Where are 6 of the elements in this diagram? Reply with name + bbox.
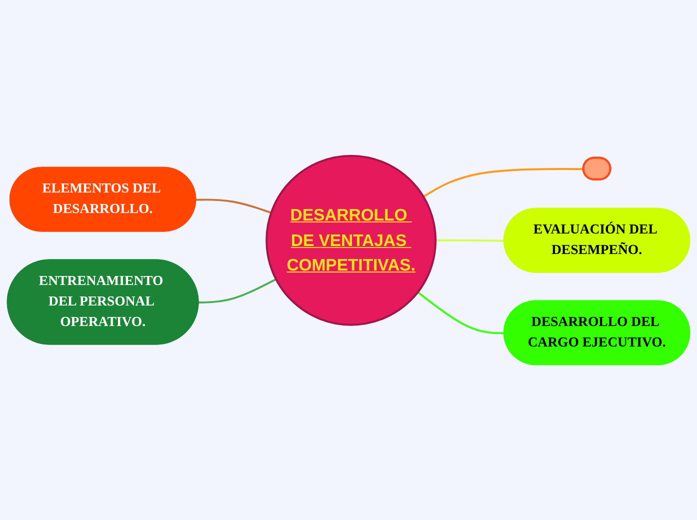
connector xyxy=(422,168,584,198)
node-circle: DESARROLLO DE VENTAJAS COMPETITIVAS. xyxy=(266,154,437,326)
connector xyxy=(436,239,505,242)
connector xyxy=(196,198,272,214)
connector xyxy=(198,278,276,304)
connector xyxy=(417,291,505,334)
